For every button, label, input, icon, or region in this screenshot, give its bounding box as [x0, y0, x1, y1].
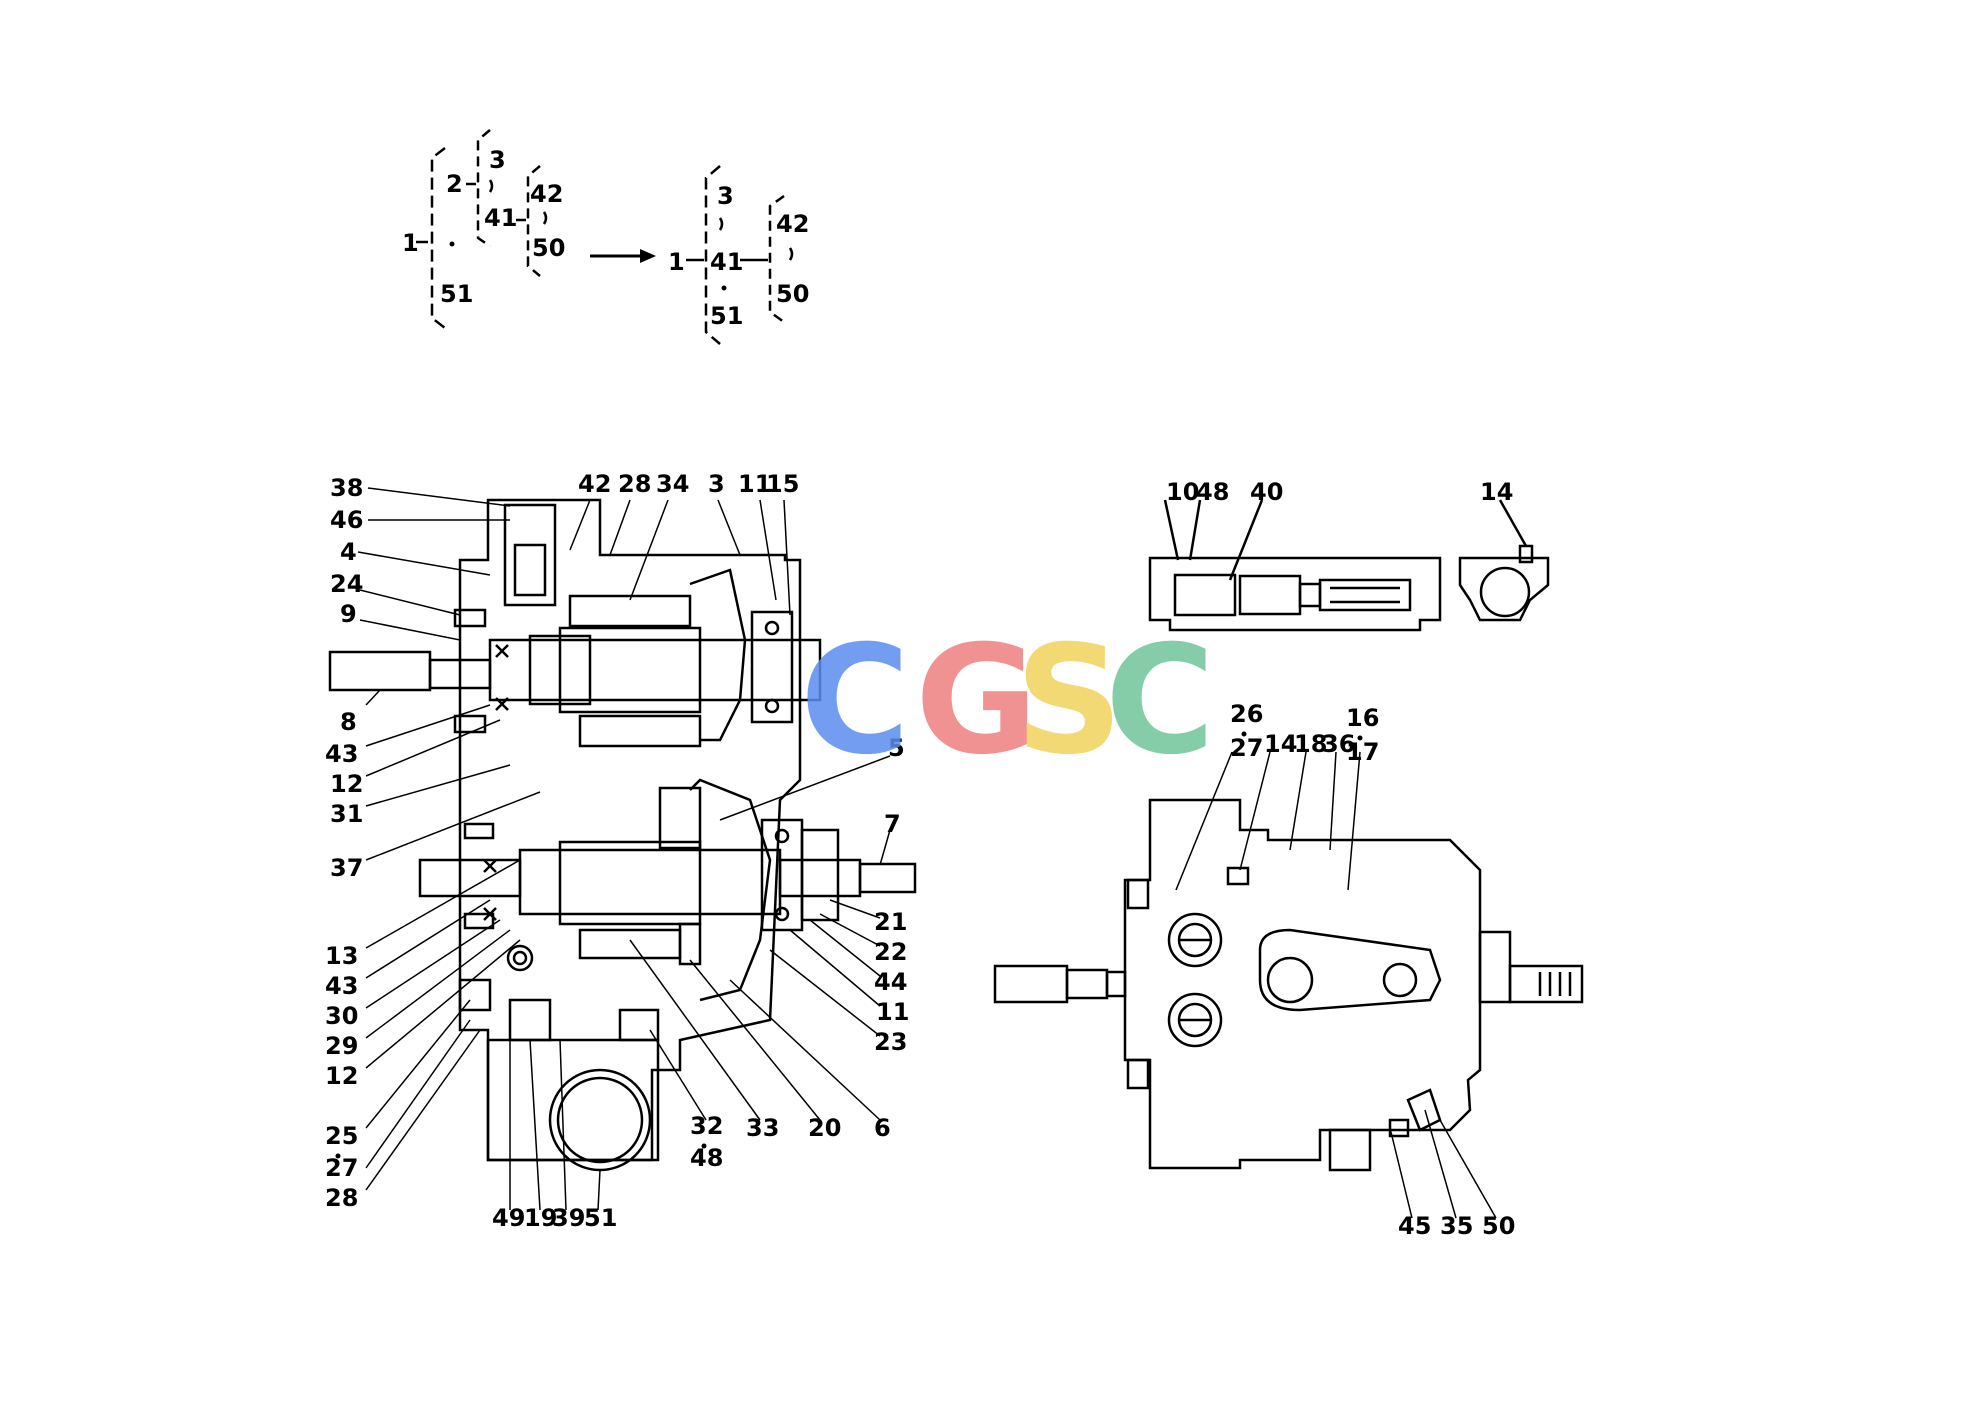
callout-15: 15 — [766, 470, 799, 498]
callout-11: 11 — [876, 998, 909, 1026]
tree-after-root: 1 — [668, 248, 685, 276]
callout-46: 46 — [330, 506, 363, 534]
callout-38: 38 — [330, 474, 363, 502]
callout-16: 16 — [1346, 704, 1379, 732]
callout-3: 3 — [708, 470, 725, 498]
callout-20: 20 — [808, 1114, 841, 1142]
callout-7: 7 — [884, 810, 901, 838]
tree-after-g1-bot: 51 — [710, 302, 743, 330]
callout-5: 5 — [888, 734, 905, 762]
callout-31: 31 — [330, 800, 363, 828]
callout-10: 10 — [1166, 478, 1199, 506]
callout-43a: 43 — [325, 740, 358, 768]
callout-17: 17 — [1346, 738, 1379, 766]
callout-19: 19 — [524, 1204, 557, 1232]
tree-after-g2-top: 42 — [776, 210, 809, 238]
leader-lines — [357, 487, 891, 1211]
callout-44: 44 — [874, 968, 907, 996]
callout-24: 24 — [330, 570, 363, 598]
callout-4: 4 — [340, 538, 357, 566]
callout-42: 42 — [578, 470, 611, 498]
watermark-letter-c2: C — [1105, 614, 1215, 788]
labels-bottom: 49 19 39 51 32 48 33 20 6 — [492, 1112, 891, 1232]
callout-37: 37 — [330, 854, 363, 882]
callout-8: 8 — [340, 708, 357, 736]
labels-left: 38 46 4 24 9 8 43 12 31 37 13 43 30 29 1… — [325, 474, 363, 1212]
callout-12b: 12 — [325, 1062, 358, 1090]
pump-cross-section — [328, 498, 917, 1172]
callout-6: 6 — [874, 1114, 891, 1142]
callout-23: 23 — [874, 1028, 907, 1056]
callout-29: 29 — [325, 1032, 358, 1060]
callout-27-side: 27 — [1230, 734, 1263, 762]
labels-side-view: 26 27 14 18 36 16 17 45 35 50 — [1230, 700, 1515, 1240]
watermark-letter-c1: C — [800, 614, 910, 788]
callout-33: 33 — [746, 1114, 779, 1142]
assembly-tree-after — [686, 165, 794, 345]
tree-after-g2-bot: 50 — [776, 280, 809, 308]
labels-right: 5 7 21 22 44 11 23 — [874, 734, 909, 1056]
labels-valve-section: 10 48 40 — [1166, 478, 1283, 506]
callout-28-top: 28 — [618, 470, 651, 498]
valve-section — [1148, 499, 1442, 632]
callout-21: 21 — [874, 908, 907, 936]
pump-side-view — [993, 798, 1584, 1172]
callout-35: 35 — [1440, 1212, 1473, 1240]
callout-49: 49 — [492, 1204, 525, 1232]
callout-27: 27 — [325, 1154, 358, 1182]
watermark-letter-g: G — [915, 614, 1038, 788]
callout-45: 45 — [1398, 1212, 1431, 1240]
arrow-icon — [590, 249, 656, 263]
callout-43b: 43 — [325, 972, 358, 1000]
assembly-tree-before — [416, 129, 548, 329]
callout-9: 9 — [340, 600, 357, 628]
callout-36: 36 — [1322, 730, 1355, 758]
callout-50: 50 — [1482, 1212, 1515, 1240]
callout-48-tr: 48 — [1196, 478, 1229, 506]
tree-before-child: 2 — [446, 170, 463, 198]
callout-51: 51 — [584, 1204, 617, 1232]
tree-before-g1-bot: 41 — [484, 204, 517, 232]
callout-39: 39 — [552, 1204, 585, 1232]
callout-32: 32 — [690, 1112, 723, 1140]
callout-14-detail: 14 — [1480, 478, 1513, 506]
tree-after-g1-top: 3 — [717, 182, 734, 210]
labels-top: 42 28 34 3 11 15 — [578, 470, 799, 498]
tree-before-g1-top: 3 — [489, 146, 506, 174]
callout-34: 34 — [656, 470, 689, 498]
callout-25: 25 — [325, 1122, 358, 1150]
callout-26: 26 — [1230, 700, 1263, 728]
tree-before-g2-top: 42 — [530, 180, 563, 208]
callout-14-side: 14 — [1264, 730, 1297, 758]
callout-48: 48 — [690, 1144, 723, 1172]
callout-13: 13 — [325, 942, 358, 970]
cgsc-watermark-logo: C G S C — [800, 614, 1215, 788]
callout-28: 28 — [325, 1184, 358, 1212]
callout-40: 40 — [1250, 478, 1283, 506]
detail-view — [1458, 499, 1550, 622]
side-view-leaders — [1175, 751, 1497, 1219]
tree-before-root: 1 — [402, 229, 419, 257]
tree-before-last: 51 — [440, 280, 473, 308]
callout-18: 18 — [1294, 730, 1327, 758]
watermark-letter-s: S — [1015, 614, 1123, 788]
callout-12a: 12 — [330, 770, 363, 798]
tree-before-g2-bot: 50 — [532, 234, 565, 262]
callout-30: 30 — [325, 1002, 358, 1030]
tree-after-g1-mid: 41 — [710, 248, 743, 276]
callout-11-top: 11 — [738, 470, 771, 498]
callout-22: 22 — [874, 938, 907, 966]
